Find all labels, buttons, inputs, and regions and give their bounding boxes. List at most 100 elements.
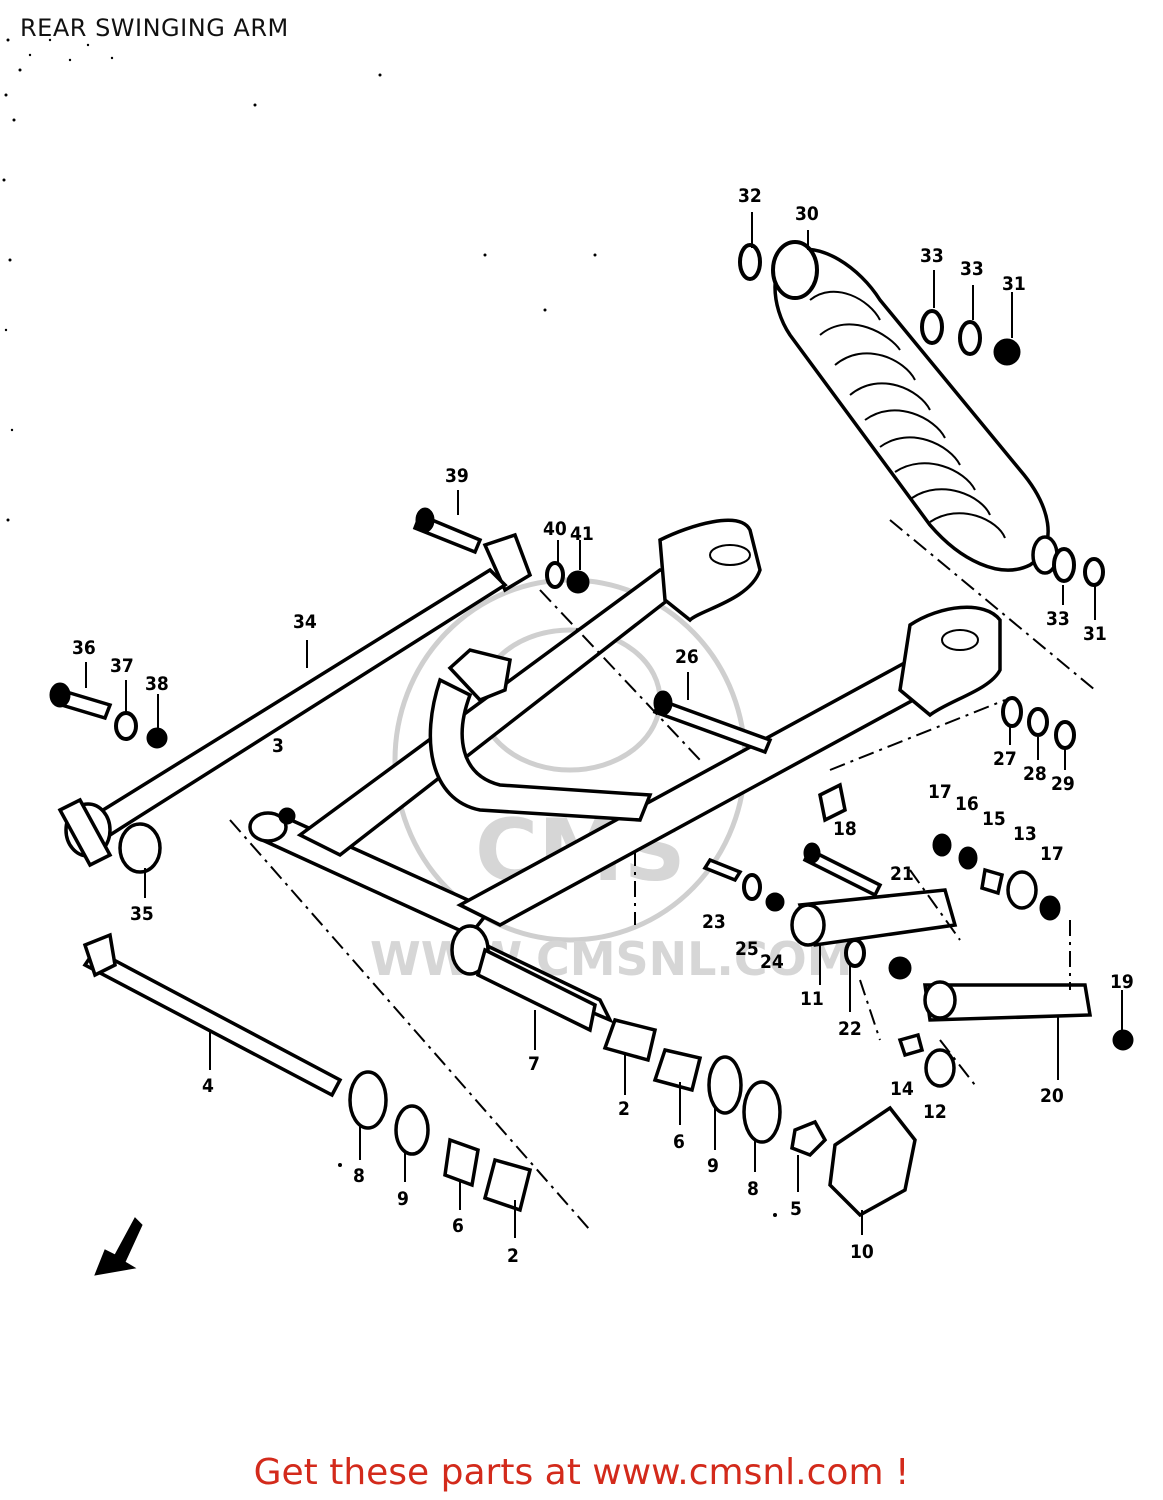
torque-link-34 [57,567,508,874]
pin-14 [897,1032,925,1058]
bushing-6a [443,1137,480,1188]
brake-link-parts [702,833,1134,1088]
callout: 20 [1040,1085,1064,1107]
nut-31b [1083,557,1105,587]
washer-32 [738,243,762,281]
exploded-parts-diagram: CMS WWW.CMSNL.COM [2,38,1134,1276]
callout: 41 [570,523,594,545]
washer-25 [742,873,762,901]
callout: 18 [833,818,857,840]
collar-11 [888,956,912,980]
callout: 40 [543,518,567,540]
callout: 29 [1051,773,1075,795]
nut-24 [765,892,785,912]
callout: 13 [1013,823,1037,845]
diagram-title: REAR SWINGING ARM [20,14,289,42]
callout: 26 [675,646,699,668]
nut-12 [924,1048,956,1088]
callout: 33 [960,258,984,280]
callout: 28 [1023,763,1047,785]
nut-13 [1006,870,1038,910]
callout: 30 [795,203,819,225]
callout: 10 [850,1241,874,1263]
cotter-17a [932,833,952,857]
callout: 33 [1046,608,1070,630]
nut-41 [566,570,590,594]
spacer-15 [980,867,1005,896]
callout: 12 [923,1101,947,1123]
callout: 15 [982,808,1006,830]
nut-38 [146,727,168,749]
leader-lines [85,212,1123,1238]
callout: 17 [1040,843,1064,865]
callout: 6 [673,1131,685,1153]
washer-27 [1001,696,1023,728]
callout: 2 [618,1098,630,1120]
callout: 31 [1083,623,1107,645]
callout: 14 [890,1078,914,1100]
callout: 37 [110,655,134,677]
bolts [49,507,1076,825]
washer-33b [958,320,982,356]
washer-33a [920,309,944,345]
callout: 9 [707,1155,719,1177]
shock-hardware [738,243,1105,587]
callout: 36 [72,637,96,659]
callout: 5 [790,1198,802,1220]
callout: 24 [760,951,784,973]
callout-labels: 32 30 33 33 31 39 40 41 34 36 37 38 26 3… [72,185,1134,1267]
callout: 4 [202,1075,214,1097]
callout: 34 [293,611,317,633]
nut-29 [1054,720,1076,750]
callout: 25 [735,938,759,960]
washer-40 [545,561,565,589]
nut-19 [1112,1029,1134,1051]
grease-nipple-3 [278,807,296,825]
washer-37 [114,711,138,741]
callout: 8 [353,1165,365,1187]
callout: 3 [272,735,284,757]
bushing-2a [482,1157,533,1213]
callout: 35 [130,903,154,925]
callout: 39 [445,465,469,487]
washer-16 [958,846,978,870]
callout: 27 [993,748,1017,770]
bolt-26 [652,697,773,755]
washer-33c [1052,547,1076,583]
nut-5 [790,1119,828,1158]
callout: 6 [452,1215,464,1237]
callout: 11 [800,988,824,1010]
callout: 21 [890,863,914,885]
washer-9b [707,1055,743,1115]
callout: 16 [955,793,979,815]
callout: 9 [397,1188,409,1210]
spacer-tube-7 [475,947,597,1033]
front-direction-arrow-icon [94,1217,143,1276]
callout: 8 [747,1178,759,1200]
bushing-2b [602,1017,658,1063]
bolt-23 [702,857,743,883]
bushings-and-washers [348,1017,917,1218]
callout: 23 [702,911,726,933]
washer-9a [394,1104,430,1156]
watermark-url-text: WWW.CMSNL.COM [370,932,853,986]
chain-guard-10 [828,1105,917,1218]
washer-28 [1027,707,1049,737]
scan-speckle [2,38,777,1217]
callout: 32 [738,185,762,207]
pivot-shaft-4 [82,932,343,1098]
washer-22 [844,938,866,968]
get-parts-link[interactable]: Get these parts at www.cmsnl.com ! [253,1452,910,1493]
callout: 31 [1002,273,1026,295]
callout: 7 [528,1053,540,1075]
alignment-lines [229,519,1096,1231]
callout: 17 [928,781,952,803]
callout: 2 [507,1245,519,1267]
washer-8b [742,1080,782,1144]
bushing-6b [652,1047,703,1093]
callout: 22 [838,1018,862,1040]
nut-31a [993,338,1021,366]
callout: 19 [1110,971,1134,993]
cotter-17b [1039,895,1061,921]
washer-8a [348,1070,388,1130]
